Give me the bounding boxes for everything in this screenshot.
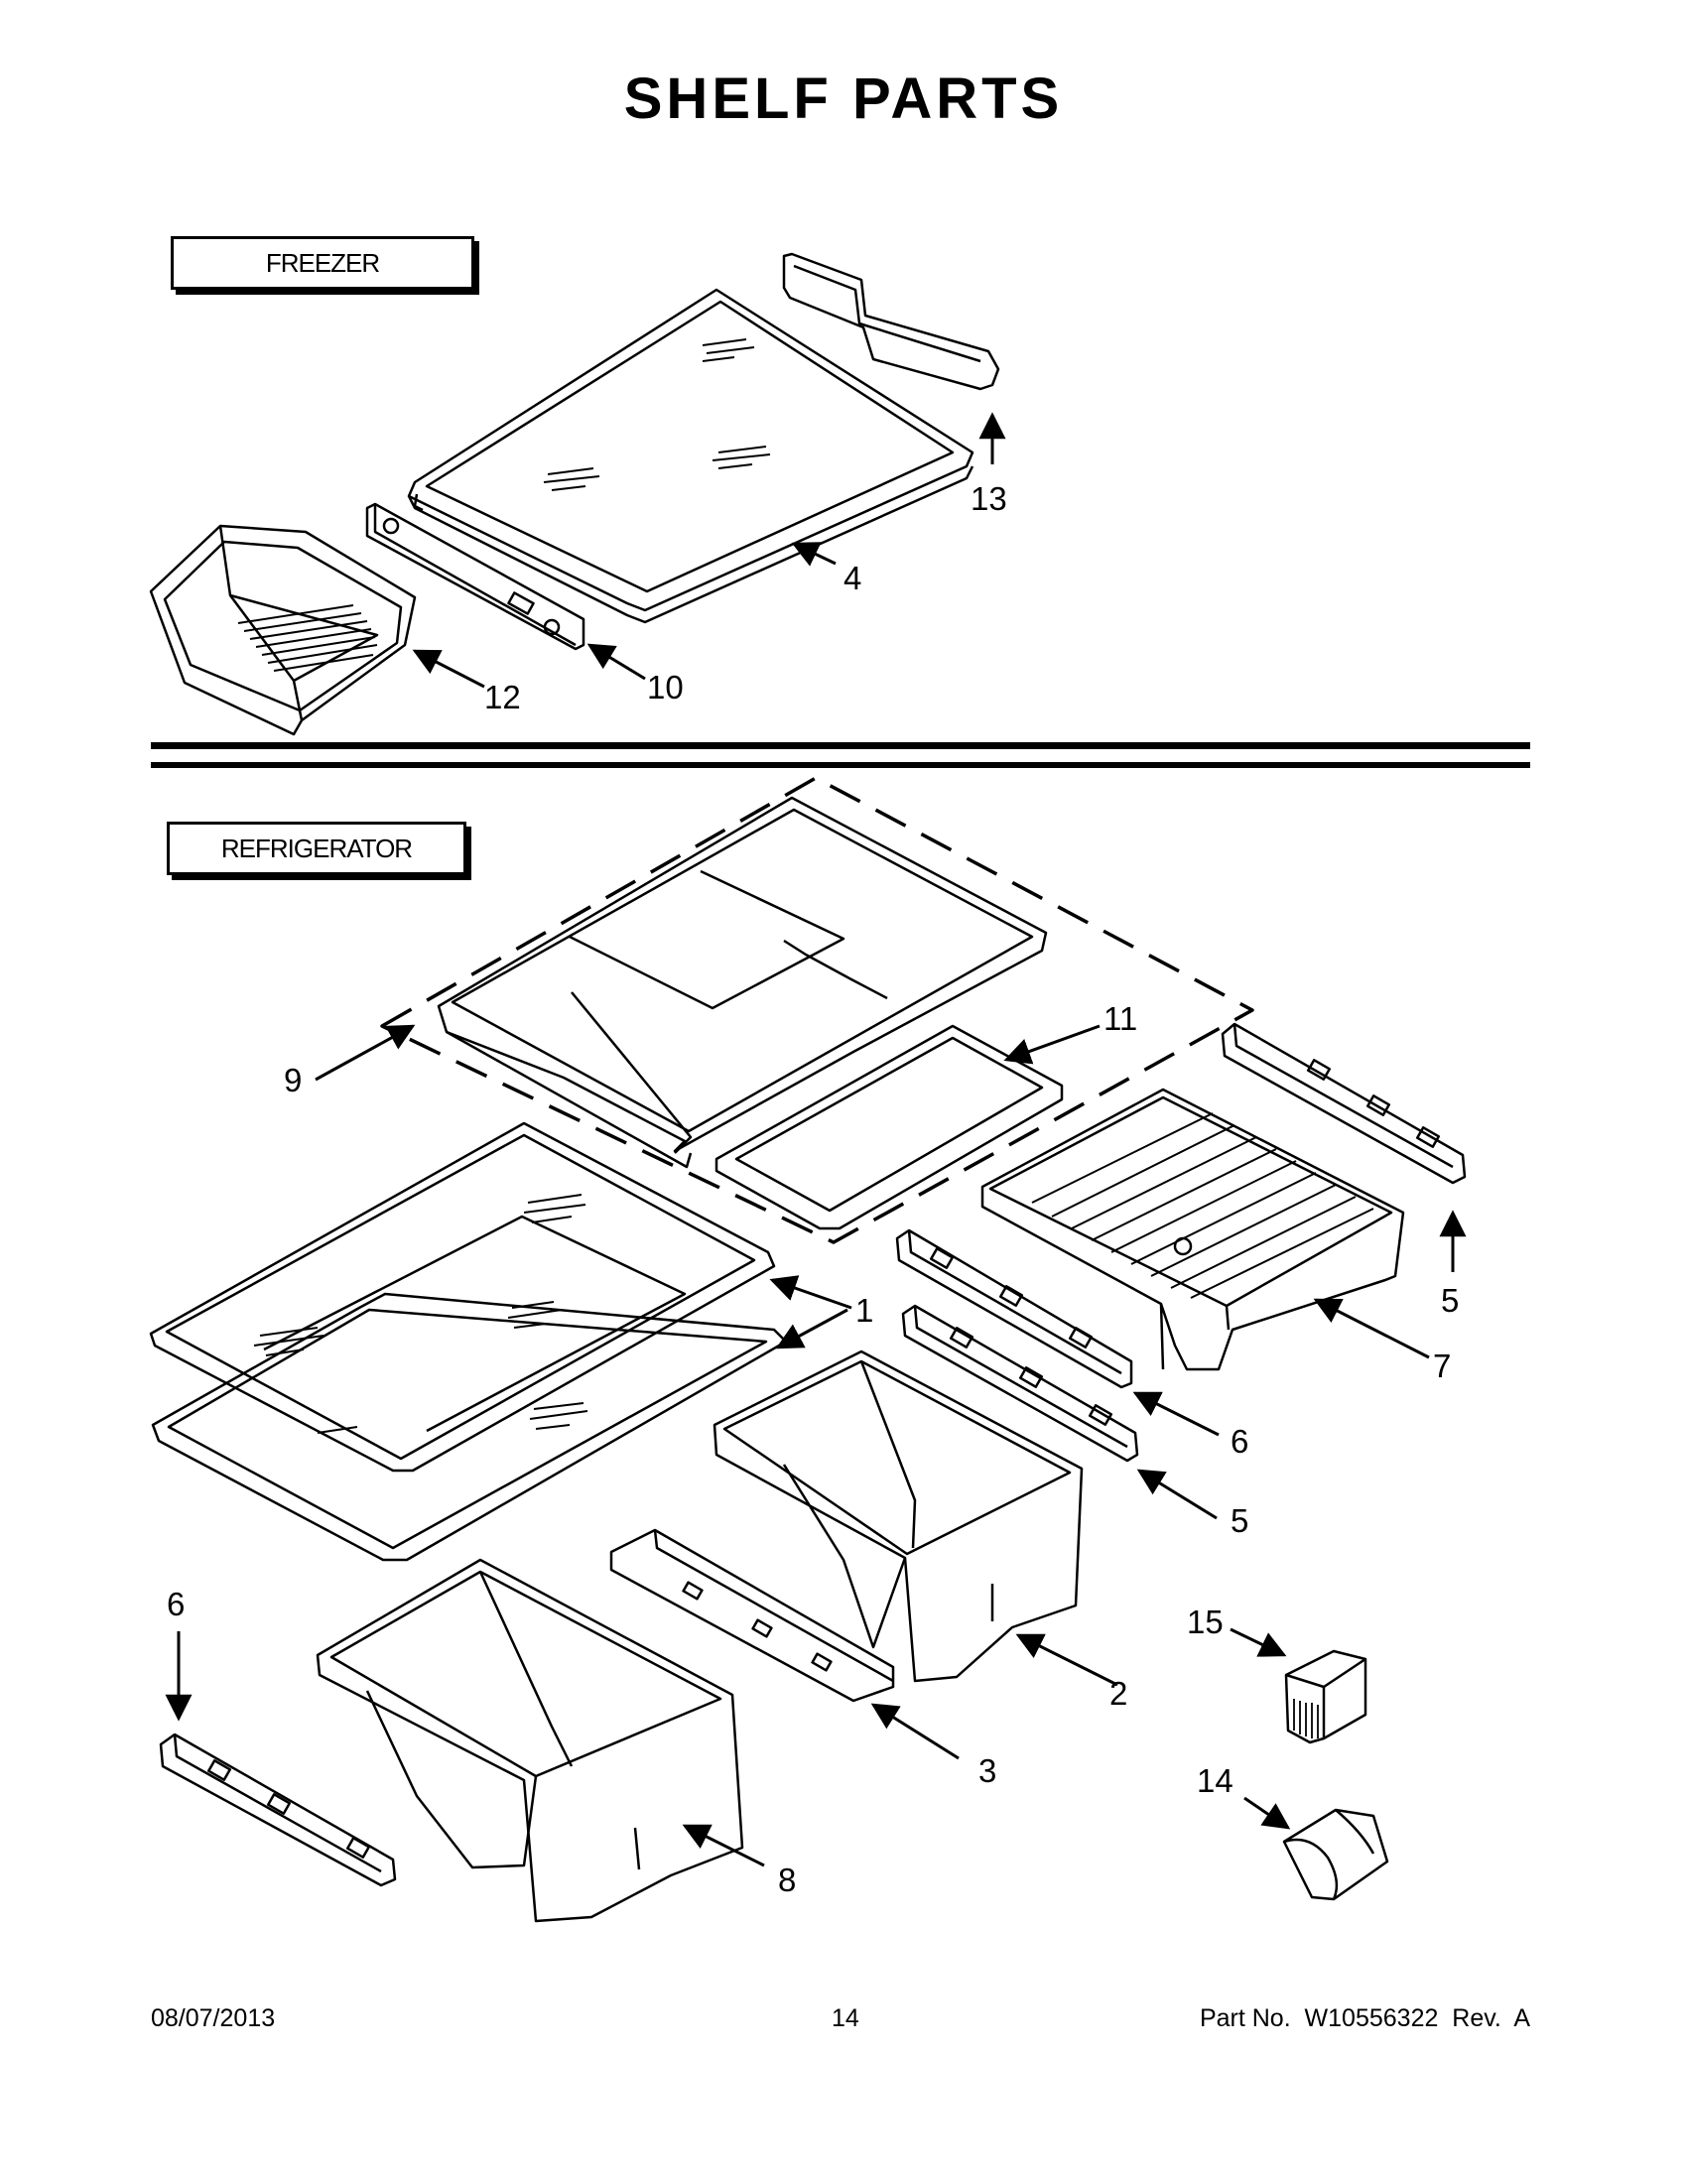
part-5-drawer-slide-upper [1221,1022,1467,1185]
part-13-shelf-end-cap [782,252,1000,391]
section-divider-bottom [151,762,1530,768]
callout-2: 2 [1109,1675,1127,1712]
part-12-freezer-basket [149,524,417,736]
part-14-filter [1282,1808,1389,1901]
callout-14: 14 [1197,1762,1233,1799]
callout-12: 12 [484,679,521,715]
part-1-glass-shelf-lower [151,1292,788,1562]
callout-15: 15 [1187,1604,1224,1640]
part-4-freezer-glass-shelf [407,288,974,624]
callout-4: 4 [844,560,861,596]
part-11-crisper-cover [714,1024,1064,1230]
callout-7: 7 [1433,1348,1451,1384]
refrigerator-section-label: REFRIGERATOR [167,822,466,875]
callout-6-right: 6 [1231,1423,1248,1460]
footer-part-number: Part No. W10556322 Rev. A [1199,2004,1530,2032]
part-3-drawer-divider [609,1528,895,1703]
part-6-drawer-rail-left [159,1733,397,1887]
part-9-shelf-assembly [437,796,1048,1169]
callout-labels: 13 4 10 12 11 9 5 1 7 6 5 6 15 2 3 14 8 [167,480,1459,1898]
part-1-glass-shelf-upper [149,1121,776,1473]
callout-13: 13 [971,480,1007,517]
part-6-drawer-rail-right [895,1228,1133,1389]
callout-6-left: 6 [167,1586,185,1622]
part-5-drawer-slide-lower [901,1304,1139,1463]
callout-3: 3 [978,1752,996,1789]
callout-11: 11 [1103,1000,1137,1037]
part-8-lower-crisper-drawer [316,1558,744,1923]
callout-arrows [165,412,1467,1867]
callout-9: 9 [284,1062,302,1098]
part-15-filter-cover [1284,1649,1367,1744]
part-9-assembly-outline [380,776,1254,1244]
section-divider-top [151,742,1530,749]
part-2-deli-drawer [713,1349,1084,1683]
freezer-section-label: FREEZER [171,236,474,290]
callout-10: 10 [647,669,684,706]
footer-page-number: 14 [832,2004,859,2032]
footer-date: 08/07/2013 [151,2004,276,2032]
part-10-shelf-rail [365,502,585,651]
page-title: SHELF PARTS [623,66,1064,131]
callout-8: 8 [778,1862,796,1898]
callout-1: 1 [855,1292,873,1329]
callout-5-lower: 5 [1231,1502,1248,1539]
callout-5-upper: 5 [1441,1282,1459,1319]
part-7-crisper-drawer [980,1088,1405,1371]
